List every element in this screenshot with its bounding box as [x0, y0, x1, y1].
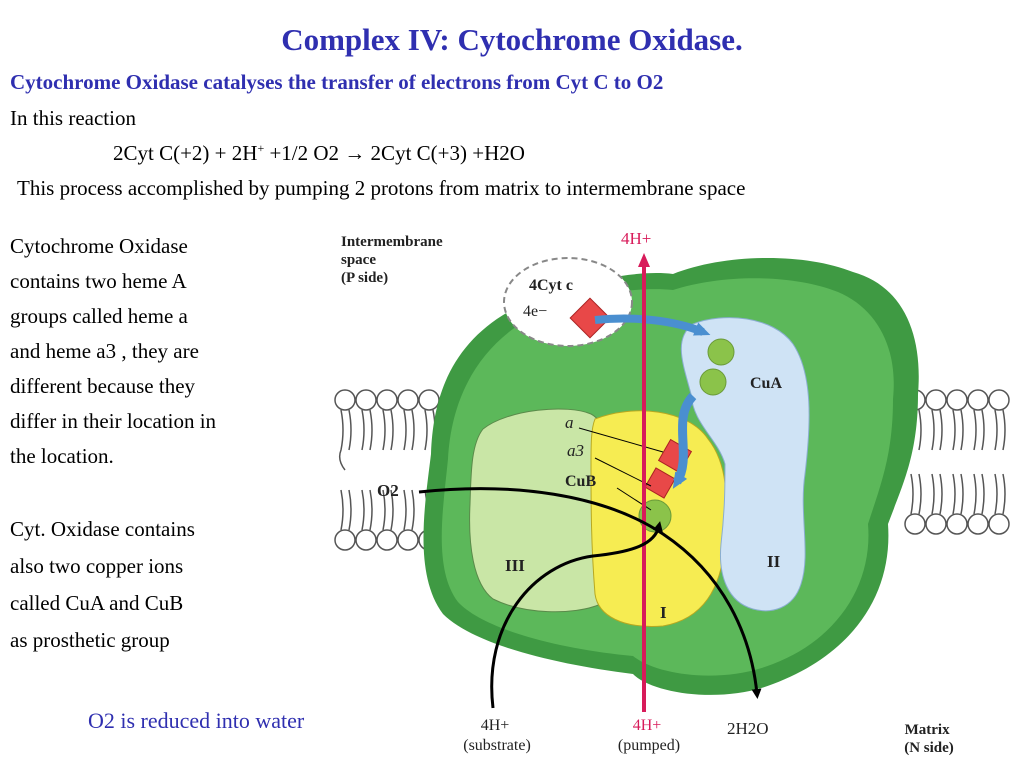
paragraph-line: Cytochrome Oxidase: [10, 234, 188, 258]
matrix-label: Matrix (N side): [904, 722, 954, 756]
o2-label: O2: [377, 481, 399, 500]
leader-heme-a3: [594, 457, 652, 487]
paragraph-line: groups called heme a: [10, 304, 188, 328]
substrate-line: 4H+: [481, 717, 510, 734]
paragraph-line: also two copper ions: [10, 554, 184, 578]
cytochrome-c-label: 4Cyt c: [529, 277, 573, 294]
subunit-iii: [469, 408, 612, 613]
water-note: O2 is reduced into water: [88, 708, 305, 733]
electron-transfer-arrow: [594, 314, 711, 336]
process-text: This process accomplished by pumping 2 p…: [17, 176, 746, 200]
electrons-label: 4e−: [523, 303, 547, 320]
paragraph-line: called CuA and CuB: [10, 591, 184, 615]
electron-path-arrow: [672, 392, 697, 489]
heme-a3: [644, 467, 676, 499]
matrix-line: (N side): [904, 740, 954, 756]
intermembrane-line: Intermembrane: [341, 234, 443, 250]
cua-center-2: [699, 368, 727, 396]
page-title: Complex IV: Cytochrome Oxidase.: [281, 22, 743, 57]
heme-a3-label: a3: [567, 441, 584, 460]
substrate-protons-label: 4H+ (substrate): [463, 717, 531, 754]
substrate-line: (substrate): [463, 737, 531, 754]
membrane-left: [334, 389, 440, 551]
equation-left: 2Cyt C(+2) + 2H: [113, 141, 258, 165]
subtitle: Cytochrome Oxidase catalyses the transfe…: [10, 70, 664, 94]
intermembrane-line: space: [341, 252, 376, 268]
membrane-right: [904, 389, 1010, 535]
subunit-iii-label: III: [505, 556, 525, 575]
heme-paragraph: Cytochrome Oxidase contains two heme A g…: [10, 229, 290, 474]
cytochrome-c-bubble: [503, 257, 633, 347]
intermembrane-line: (P side): [341, 270, 388, 286]
copper-paragraph: Cyt. Oxidase contains also two copper io…: [10, 511, 290, 659]
cua-center-1: [707, 338, 735, 366]
intro-text: In this reaction: [10, 106, 136, 130]
pumped-protons-label: 4H+ (pumped): [618, 717, 680, 754]
paragraph-line: and heme a3 , they are: [10, 339, 199, 363]
top-protons-label: 4H+: [621, 229, 651, 248]
pumped-line: (pumped): [618, 737, 680, 754]
cub-label: CuB: [565, 473, 596, 490]
matrix-line: Matrix: [905, 722, 950, 738]
cua-label: CuA: [750, 375, 782, 392]
subunit-ii-label: II: [767, 552, 781, 571]
paragraph-line: Cyt. Oxidase contains: [10, 517, 195, 541]
reaction-equation: 2Cyt C(+2) + 2H+ +1/2 O2 → 2Cyt C(+3) +H…: [113, 141, 525, 166]
paragraph-line: the location.: [10, 444, 114, 468]
paragraph-line: different because they: [10, 374, 196, 398]
substrate-proton-arrow: [490, 521, 663, 709]
equation-right: +1/2 O2 → 2Cyt C(+3) +H2O: [264, 141, 525, 165]
paragraph-line: as prosthetic group: [10, 628, 170, 652]
subunit-i-label: I: [660, 603, 667, 622]
equation-superscript: +: [257, 141, 265, 155]
cytochrome-c-icon: [569, 297, 611, 339]
leader-heme-a: [578, 427, 664, 453]
water-label: 2H2O: [727, 719, 769, 738]
intermembrane-label: Intermembrane space (P side): [341, 234, 446, 286]
paragraph-line: differ in their location in: [10, 409, 217, 433]
oxygen-reduction-arrow: [418, 487, 762, 699]
paragraph-line: contains two heme A: [10, 269, 187, 293]
complex-iv-diagram: Intermembrane space (P side) 4H+ 4Cyt c …: [334, 229, 1010, 756]
pumped-line: 4H+: [633, 717, 662, 734]
heme-a-label: a: [565, 413, 574, 432]
